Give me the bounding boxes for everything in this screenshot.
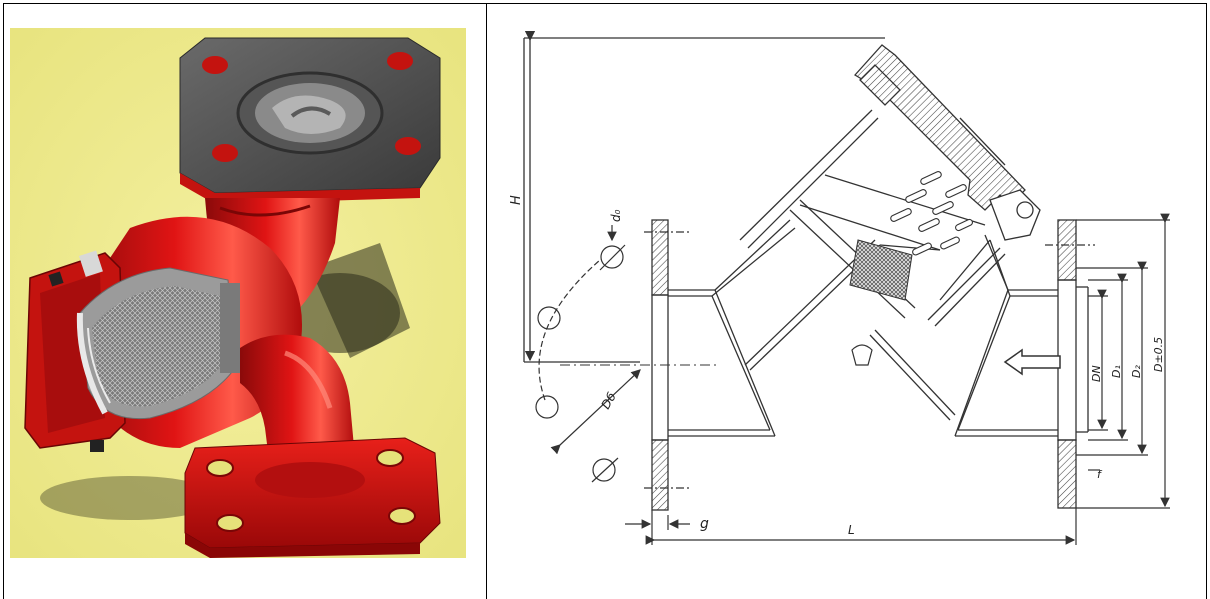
label-bolt-hole: d₀ [609,209,623,222]
cell-divider [486,3,487,599]
bolt-circle-view [535,225,641,483]
label-face: f [1097,468,1103,481]
label-dn: DN [1090,365,1103,382]
bottom-flange [184,437,441,558]
label-d1: D₁ [1110,365,1123,378]
top-flange [179,37,441,204]
layout-table [3,3,1207,599]
strainer-mesh [92,286,223,407]
label-d-flange: D±0.5 [1152,337,1165,372]
strainer-section-drawing: H d₀ Dб g L DN D₁ D₂ D±0.5 f [509,30,1170,545]
label-d2: D₂ [1130,365,1143,378]
flow-arrow [1003,348,1061,376]
label-length: L [848,523,855,537]
strainer-photo [10,28,466,558]
label-flange-thickness: g [700,516,709,532]
label-height: H [509,195,524,205]
screen-perforations [890,171,973,256]
